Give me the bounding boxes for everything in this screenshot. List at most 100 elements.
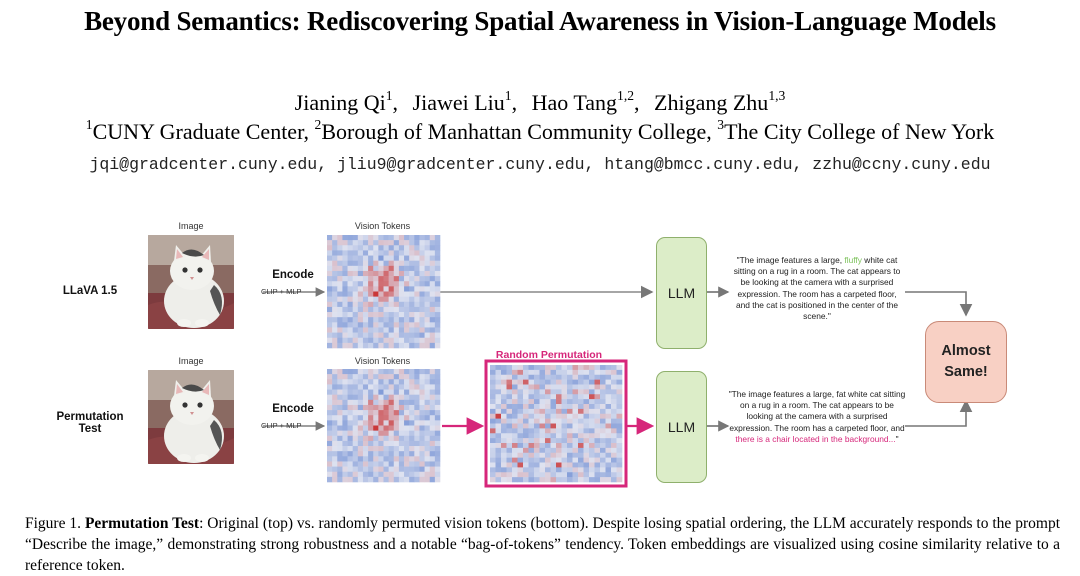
token-cell [327,276,333,282]
token-cell [388,466,395,473]
token-cell [429,394,436,401]
token-cell [561,447,568,454]
token-cell [337,317,343,323]
token-cell [429,435,436,442]
token-cell [589,389,595,395]
token-cell [347,332,353,339]
token-cell [517,428,524,434]
token-cell [393,327,400,333]
token-cell [337,369,343,375]
token-cell [583,433,590,439]
token-cell [424,322,431,328]
token-cell [556,443,562,449]
token-cell [414,286,420,292]
token-cell [393,425,400,431]
token-cell [347,265,353,272]
token-cell [550,467,557,473]
token-cell [383,430,389,437]
token-cell [424,240,431,246]
token-cell [605,452,612,458]
token-cell [429,296,436,303]
token-cell [572,443,579,449]
token-cell [495,384,502,390]
token-cell [378,281,384,287]
figure-caption: Figure 1. Permutation Test: Original (to… [25,513,1060,576]
row-label-line: Permutation [56,411,124,423]
token-cell [383,440,389,447]
token-cell [583,452,590,458]
token-cell [545,399,551,405]
token-cell [414,471,420,478]
token-cell [605,438,612,444]
token-cell [332,430,338,437]
token-cell [556,369,562,376]
token-cell [583,443,590,449]
token-cell [357,327,364,333]
token-cell [419,415,425,421]
token-cell [347,240,353,246]
token-cell [409,456,415,462]
affiliation-list: 1CUNY Graduate Center, 2Borough of Manha… [0,118,1080,145]
token-cell [561,369,568,376]
token-cell [393,296,400,303]
token-cell [419,446,425,452]
token-cell [398,286,405,292]
token-cell [429,425,436,431]
token-cell [578,423,584,429]
token-cell [517,374,524,380]
token-cell [605,384,612,390]
token-cell [362,255,369,261]
token-cell [567,389,573,395]
token-cell [398,430,405,437]
token-cell [352,342,359,349]
token-cell [550,462,557,468]
token-cell [327,306,333,313]
token-cell [434,471,441,478]
token-cell [528,443,535,449]
token-cell [362,245,369,251]
token-cell [342,456,348,462]
token-cell [368,430,374,437]
token-cell [368,250,374,256]
token-cell [362,306,369,313]
token-cell [512,413,518,419]
token-cell [434,317,441,323]
token-cell [398,446,405,452]
token-cell [414,301,420,308]
token-cell [490,369,496,376]
token-cell [495,452,502,458]
token-cell [539,369,546,376]
token-cell [357,425,364,431]
token-cell [578,472,584,478]
token-cell [388,456,395,462]
token-cell [398,440,405,447]
token-cell [534,399,540,405]
token-cell [490,408,496,415]
token-cell [398,255,405,261]
token-cell [429,374,436,380]
token-cell [556,447,562,454]
token-cell [362,312,369,318]
token-cell [567,462,573,468]
token-cell [429,384,436,390]
token-cell [398,415,405,421]
token-cell [362,394,369,401]
token-cell [368,235,374,241]
token-cell [506,452,513,458]
token-cell [332,265,338,272]
token-cell [517,379,524,385]
token-cell [383,404,389,411]
token-cell [347,471,353,478]
token-cell [398,404,405,411]
token-cell [528,404,535,410]
token-cell [578,457,584,463]
token-cell [567,404,573,410]
token-cell [388,296,395,303]
token-cell [404,265,410,272]
token-cell [534,433,540,439]
token-cell [572,477,579,483]
token-cell [414,425,420,431]
token-cell [409,291,415,297]
token-cell [419,317,425,323]
token-cell [357,322,364,328]
